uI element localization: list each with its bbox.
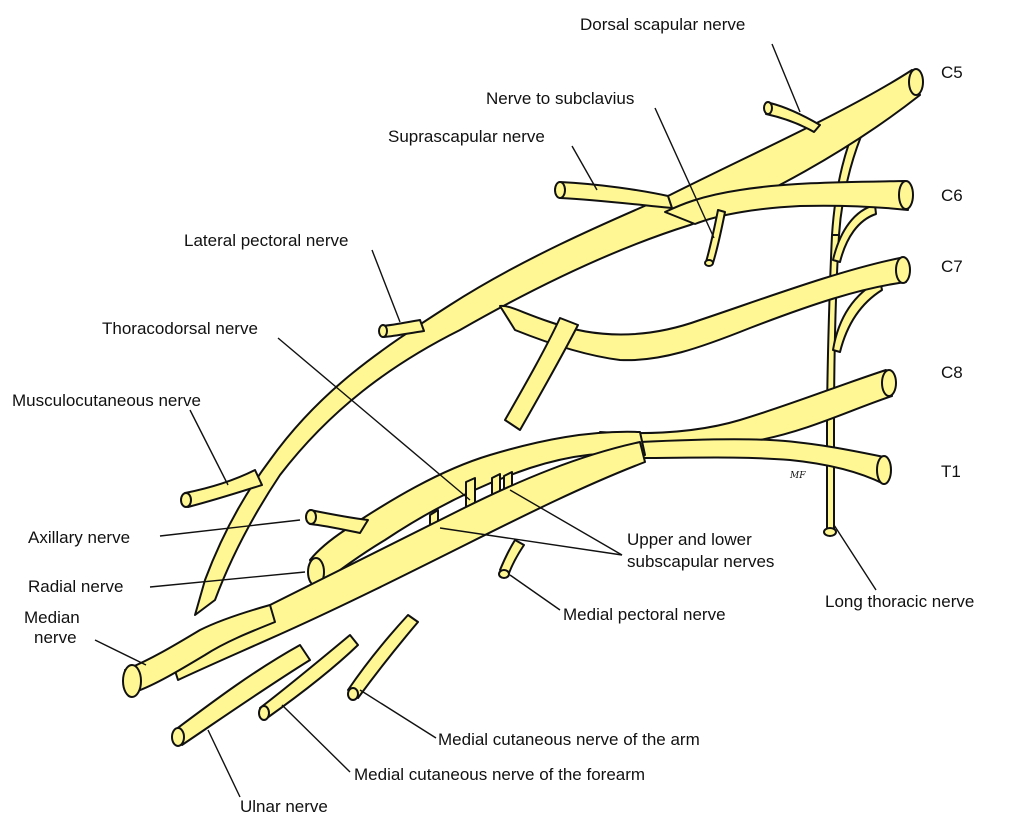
label-median-line1: Median	[24, 608, 80, 627]
label-dorsal-scapular: Dorsal scapular nerve	[580, 15, 745, 34]
medial-cutaneous-arm-end	[348, 688, 358, 700]
label-medial-pectoral: Medial pectoral nerve	[563, 605, 726, 624]
leader-radial	[150, 572, 305, 587]
median-nerve-end	[123, 665, 141, 697]
label-nerve-to-subclavius: Nerve to subclavius	[486, 89, 634, 108]
axillary-end	[306, 510, 316, 524]
c6-root-end	[899, 181, 913, 209]
leader-ulnar	[208, 730, 240, 797]
label-subscapular-line1: Upper and lower	[627, 530, 752, 549]
leader-subscapular-b	[510, 490, 622, 555]
label-axillary: Axillary nerve	[28, 528, 130, 547]
label-long-thoracic: Long thoracic nerve	[825, 592, 974, 611]
medial-cutaneous-arm-nerve	[348, 615, 418, 698]
root-label-t1: T1	[941, 462, 961, 481]
lateral-pectoral-end	[379, 325, 387, 337]
c5-root-end	[909, 69, 923, 95]
suprascapular-nerve	[560, 182, 672, 208]
musculocutaneous-end	[181, 493, 191, 507]
suprascapular-end	[555, 182, 565, 198]
ulnar-nerve-end	[172, 728, 184, 746]
axillary-nerve	[310, 510, 368, 533]
label-median-line2: nerve	[34, 628, 77, 647]
leader-medial-cutaneous-arm	[360, 690, 436, 738]
label-musculocutaneous: Musculocutaneous nerve	[12, 391, 201, 410]
t1-root-end	[877, 456, 891, 484]
root-label-c8: C8	[941, 363, 963, 382]
leader-lateral-pectoral	[372, 250, 400, 322]
medial-pectoral-end	[499, 570, 509, 578]
dorsal-scapular-end	[764, 102, 772, 114]
leader-median	[95, 640, 146, 665]
medial-cutaneous-forearm-end	[259, 706, 269, 720]
subclavius-end	[705, 260, 713, 266]
label-thoracodorsal: Thoracodorsal nerve	[102, 319, 258, 338]
label-radial: Radial nerve	[28, 577, 123, 596]
root-label-c7: C7	[941, 257, 963, 276]
t1-root	[640, 439, 884, 484]
label-medial-cutaneous-arm: Medial cutaneous nerve of the arm	[438, 730, 700, 749]
label-medial-cutaneous-forearm: Medial cutaneous nerve of the forearm	[354, 765, 645, 784]
artist-signature: MF	[789, 471, 806, 481]
label-suprascapular: Suprascapular nerve	[388, 127, 545, 146]
root-label-c6: C6	[941, 186, 963, 205]
leader-medial-cutaneous-forearm	[282, 705, 350, 772]
c8-root	[600, 370, 892, 450]
leader-dorsal-scapular	[772, 44, 800, 112]
leader-medial-pectoral	[510, 575, 560, 610]
leader-musculocutaneous	[190, 410, 228, 485]
label-subscapular-line2: subscapular nerves	[627, 552, 774, 571]
root-label-c5: C5	[941, 63, 963, 82]
label-lateral-pectoral: Lateral pectoral nerve	[184, 231, 348, 250]
dorsal-scapular-nerve	[766, 103, 820, 132]
c8-root-end	[882, 370, 896, 396]
long-thoracic-end	[824, 528, 836, 536]
leader-long-thoracic	[834, 525, 876, 590]
c7-root-end	[896, 257, 910, 283]
label-ulnar: Ulnar nerve	[240, 797, 328, 816]
